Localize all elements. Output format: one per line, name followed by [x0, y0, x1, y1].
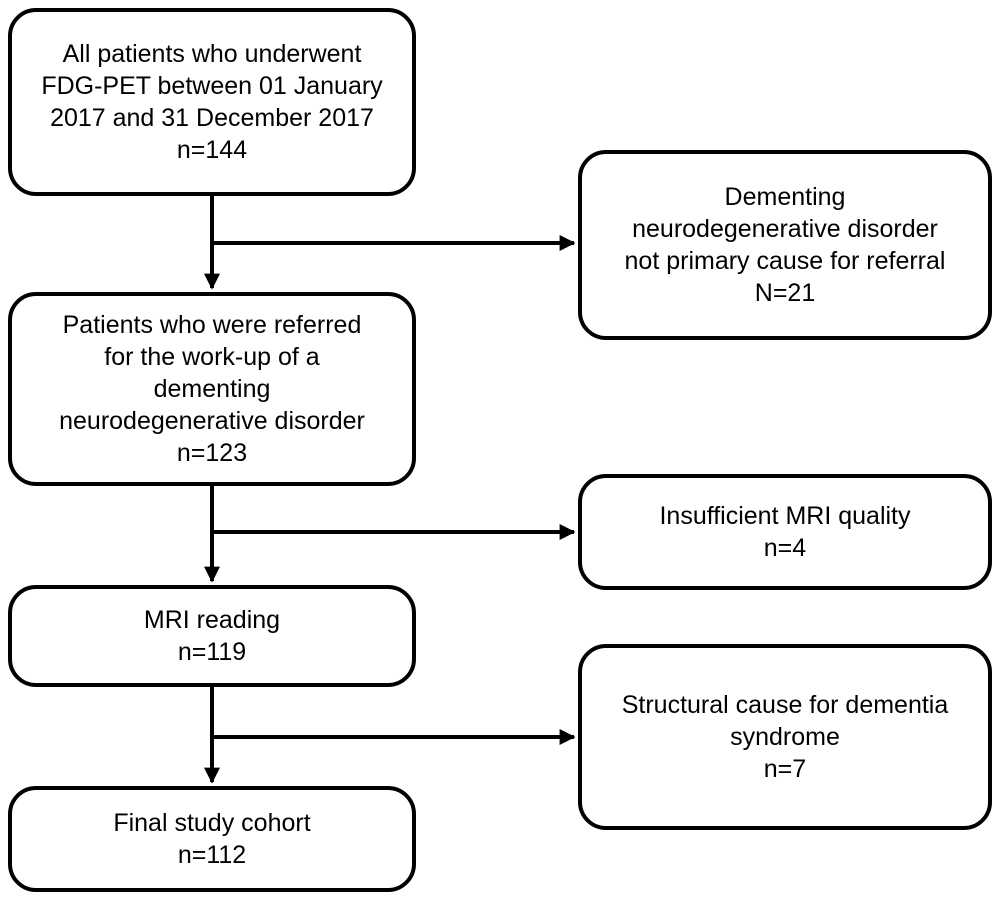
step-referred-line-3: dementing [153, 375, 271, 403]
exclusion-not-primary-cause-box: Dementing neurodegenerative disorder not… [578, 150, 992, 340]
exclusion-not-primary-line-1: Dementing [724, 183, 846, 211]
exclusion-mri-quality-count: n=4 [763, 534, 807, 562]
step-referred-line-4: neurodegenerative disorder [59, 407, 365, 435]
exclusion-not-primary-line-2: neurodegenerative disorder [632, 215, 938, 243]
exclusion-not-primary-count: N=21 [754, 279, 816, 307]
step-mri-reading-count: n=119 [177, 638, 247, 666]
exclusion-mri-quality-line-1: Insufficient MRI quality [659, 502, 911, 530]
exclusion-structural-line-2: syndrome [730, 723, 840, 751]
step-all-patients-line-3: 2017 and 31 December 2017 [50, 104, 374, 132]
exclusion-structural-count: n=7 [763, 755, 807, 783]
step-all-patients-line-2: FDG-PET between 01 January [41, 72, 383, 100]
step-referred-patients-box: Patients who were referred for the work-… [8, 292, 416, 486]
exclusion-structural-cause-box: Structural cause for dementia syndrome n… [578, 644, 992, 830]
step-mri-reading-line-1: MRI reading [143, 606, 281, 634]
step-referred-line-1: Patients who were referred [62, 311, 362, 339]
step-final-cohort-box: Final study cohort n=112 [8, 786, 416, 892]
step-all-patients-line-1: All patients who underwent [62, 40, 362, 68]
step-referred-line-2: for the work-up of a [104, 343, 320, 371]
step-final-cohort-count: n=112 [177, 841, 247, 869]
exclusion-not-primary-line-3: not primary cause for referral [624, 247, 946, 275]
exclusion-structural-line-1: Structural cause for dementia [621, 691, 949, 719]
exclusion-mri-quality-box: Insufficient MRI quality n=4 [578, 474, 992, 590]
step-all-patients-box: All patients who underwent FDG-PET betwe… [8, 8, 416, 196]
step-mri-reading-box: MRI reading n=119 [8, 585, 416, 687]
step-all-patients-count: n=144 [176, 136, 248, 164]
step-referred-count: n=123 [176, 439, 248, 467]
step-final-cohort-line-1: Final study cohort [113, 809, 311, 837]
